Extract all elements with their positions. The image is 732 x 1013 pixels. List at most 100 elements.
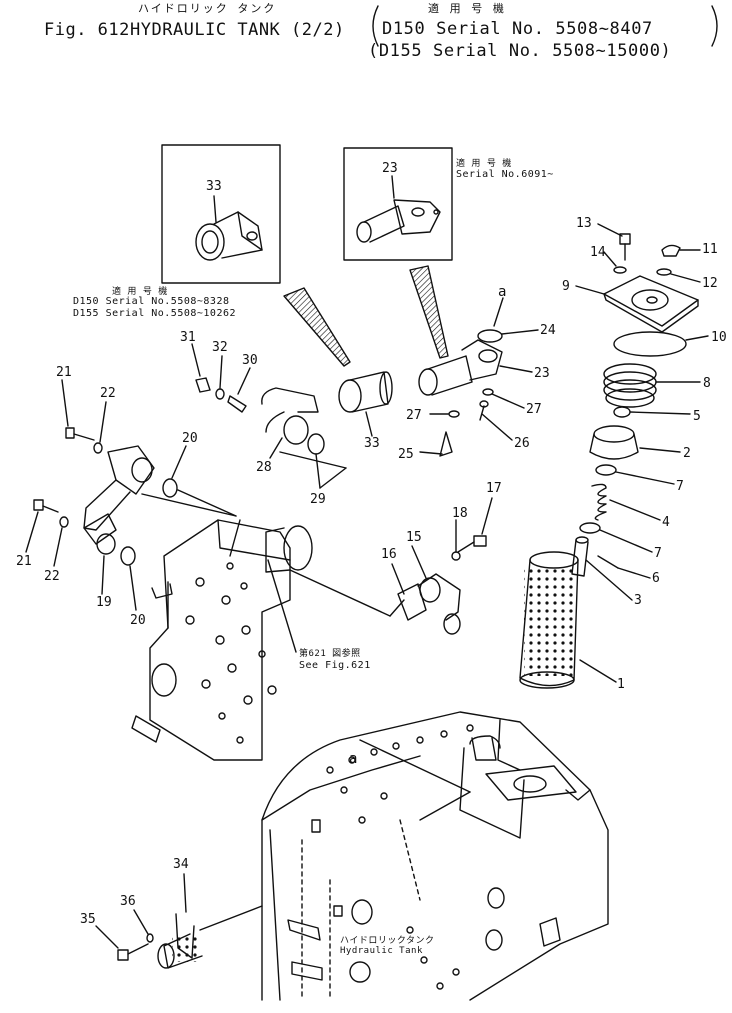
part-number-34: 34 — [173, 857, 189, 872]
part-number-21a: 21 — [56, 365, 72, 380]
part-number-20a: 20 — [182, 431, 198, 446]
arrow-to-inset-right-icon — [409, 265, 449, 359]
inset-box-left — [161, 144, 281, 284]
bolt-part-21-upper-icon — [61, 379, 95, 441]
nut-part-31-icon — [195, 377, 211, 393]
elbow-part-33-inset-icon — [195, 195, 263, 261]
elbow-part-23-icon — [418, 339, 533, 396]
part-number-33: 33 — [364, 436, 380, 451]
bolt-part-25-icon — [419, 431, 453, 457]
shaft-part-3-icon — [571, 536, 633, 601]
serial-d155: (D155 Serial No. 5508~15000) — [368, 41, 672, 61]
bellows-part-8-icon — [603, 363, 701, 408]
part-number-21b: 21 — [16, 554, 32, 569]
bolt-part-17-icon — [457, 497, 493, 553]
bolt-part-26-icon — [479, 400, 513, 441]
inset-right-applicable-jp: 適 用 号 機 — [456, 159, 512, 169]
part-number-12: 12 — [702, 276, 718, 291]
part-number-11: 11 — [702, 242, 718, 257]
pipe-part-33-icon — [338, 371, 393, 437]
cover-plate-part-9-icon — [575, 275, 699, 333]
part-number-27b: 27 — [526, 402, 542, 417]
part-number-23-inset: 23 — [382, 161, 398, 176]
applicable-models-jp: 適 用 号 機 — [428, 2, 506, 15]
part-number-36: 36 — [120, 894, 136, 909]
bolt-part-21-lower-icon — [25, 499, 59, 553]
callout-a-bottom: a — [349, 751, 358, 767]
part-number-30: 30 — [242, 353, 258, 368]
part-number-7a: 7 — [676, 479, 684, 494]
collar-part-7-icon — [579, 522, 601, 534]
see-fig-reference: See Fig.621 — [299, 660, 371, 671]
part-number-14: 14 — [590, 245, 606, 260]
pin-part-6-icon — [597, 555, 619, 569]
washer-part-7-icon — [595, 464, 617, 476]
bracket-close-icon — [711, 5, 718, 47]
part-number-35: 35 — [80, 912, 96, 927]
part-number-32: 32 — [212, 340, 228, 355]
part-number-8: 8 — [703, 376, 711, 391]
washer-part-27-icon — [482, 388, 494, 396]
washer-part-32-icon — [215, 388, 225, 400]
title-japanese: ハイドロリック タンク — [138, 2, 277, 15]
figure-label: Fig. 612 — [44, 20, 130, 40]
part-number-22a: 22 — [100, 386, 116, 401]
bracket-open-icon — [372, 5, 379, 47]
part-number-16: 16 — [381, 547, 397, 562]
part-number-13: 13 — [576, 216, 592, 231]
elbow-part-28-icon — [261, 387, 319, 459]
part-number-19: 19 — [96, 595, 112, 610]
gasket-part-16-icon — [397, 583, 427, 621]
washer-part-22-lower-icon — [59, 516, 69, 528]
oring-part-20-upper-icon — [162, 478, 178, 498]
part-number-22b: 22 — [44, 569, 60, 584]
tank-label-jp: ハイドロリックタンク — [340, 936, 435, 946]
part-number-7b: 7 — [654, 546, 662, 561]
washer-part-36-icon — [146, 933, 154, 943]
page-title: HYDRAULIC TANK (2/2) — [130, 20, 345, 40]
strainer-part-34-icon — [157, 873, 263, 969]
hydraulic-tank-body-icon — [261, 711, 609, 1001]
control-valve-assembly-icon — [131, 519, 405, 761]
part-number-33-inset: 33 — [206, 179, 222, 194]
spring-part-4-icon — [591, 483, 661, 521]
part-number-3: 3 — [634, 593, 642, 608]
tank-label: Hydraulic Tank — [340, 946, 423, 956]
inset-left-applicable-jp: 適 用 号 機 — [112, 287, 168, 297]
part-number-5: 5 — [693, 409, 701, 424]
filter-element-part-1-icon — [519, 551, 617, 689]
oring-part-29-icon — [307, 433, 325, 455]
part-number-4: 4 — [662, 515, 670, 530]
part-number-24: 24 — [540, 323, 556, 338]
part-number-26: 26 — [514, 436, 530, 451]
part-number-2: 2 — [683, 446, 691, 461]
oring-part-20-lower-icon — [120, 546, 136, 566]
part-number-23: 23 — [534, 366, 550, 381]
inset-box-right — [343, 147, 453, 261]
plug-part-11-icon — [661, 244, 681, 257]
bolt-part-35-icon — [95, 925, 149, 961]
washer-part-22-upper-icon — [93, 442, 103, 454]
part-number-27a: 27 — [406, 408, 422, 423]
callout-a-top: a — [498, 284, 507, 300]
oring-part-24-icon — [477, 329, 503, 343]
inset-right-serial: Serial No.6091~ — [456, 169, 554, 180]
part-number-29: 29 — [310, 492, 326, 507]
bolt-part-13-icon — [597, 223, 631, 261]
part-number-18: 18 — [452, 506, 468, 521]
part-number-1: 1 — [617, 677, 625, 692]
flange-pipe-part-19-icon — [83, 445, 155, 595]
washer-part-18-icon — [451, 551, 461, 561]
part-number-6: 6 — [652, 571, 660, 586]
inset-left-serial-d155: D155 Serial No.5508~10262 — [73, 308, 237, 319]
oring-part-12-icon — [656, 268, 672, 276]
stud-part-30-icon — [227, 395, 247, 413]
part-number-17: 17 — [486, 481, 502, 496]
cap-part-2-icon — [589, 425, 681, 460]
part-number-31: 31 — [180, 330, 196, 345]
part-number-9: 9 — [562, 279, 570, 294]
part-number-25: 25 — [398, 447, 414, 462]
arrow-to-inset-left-icon — [283, 287, 351, 367]
